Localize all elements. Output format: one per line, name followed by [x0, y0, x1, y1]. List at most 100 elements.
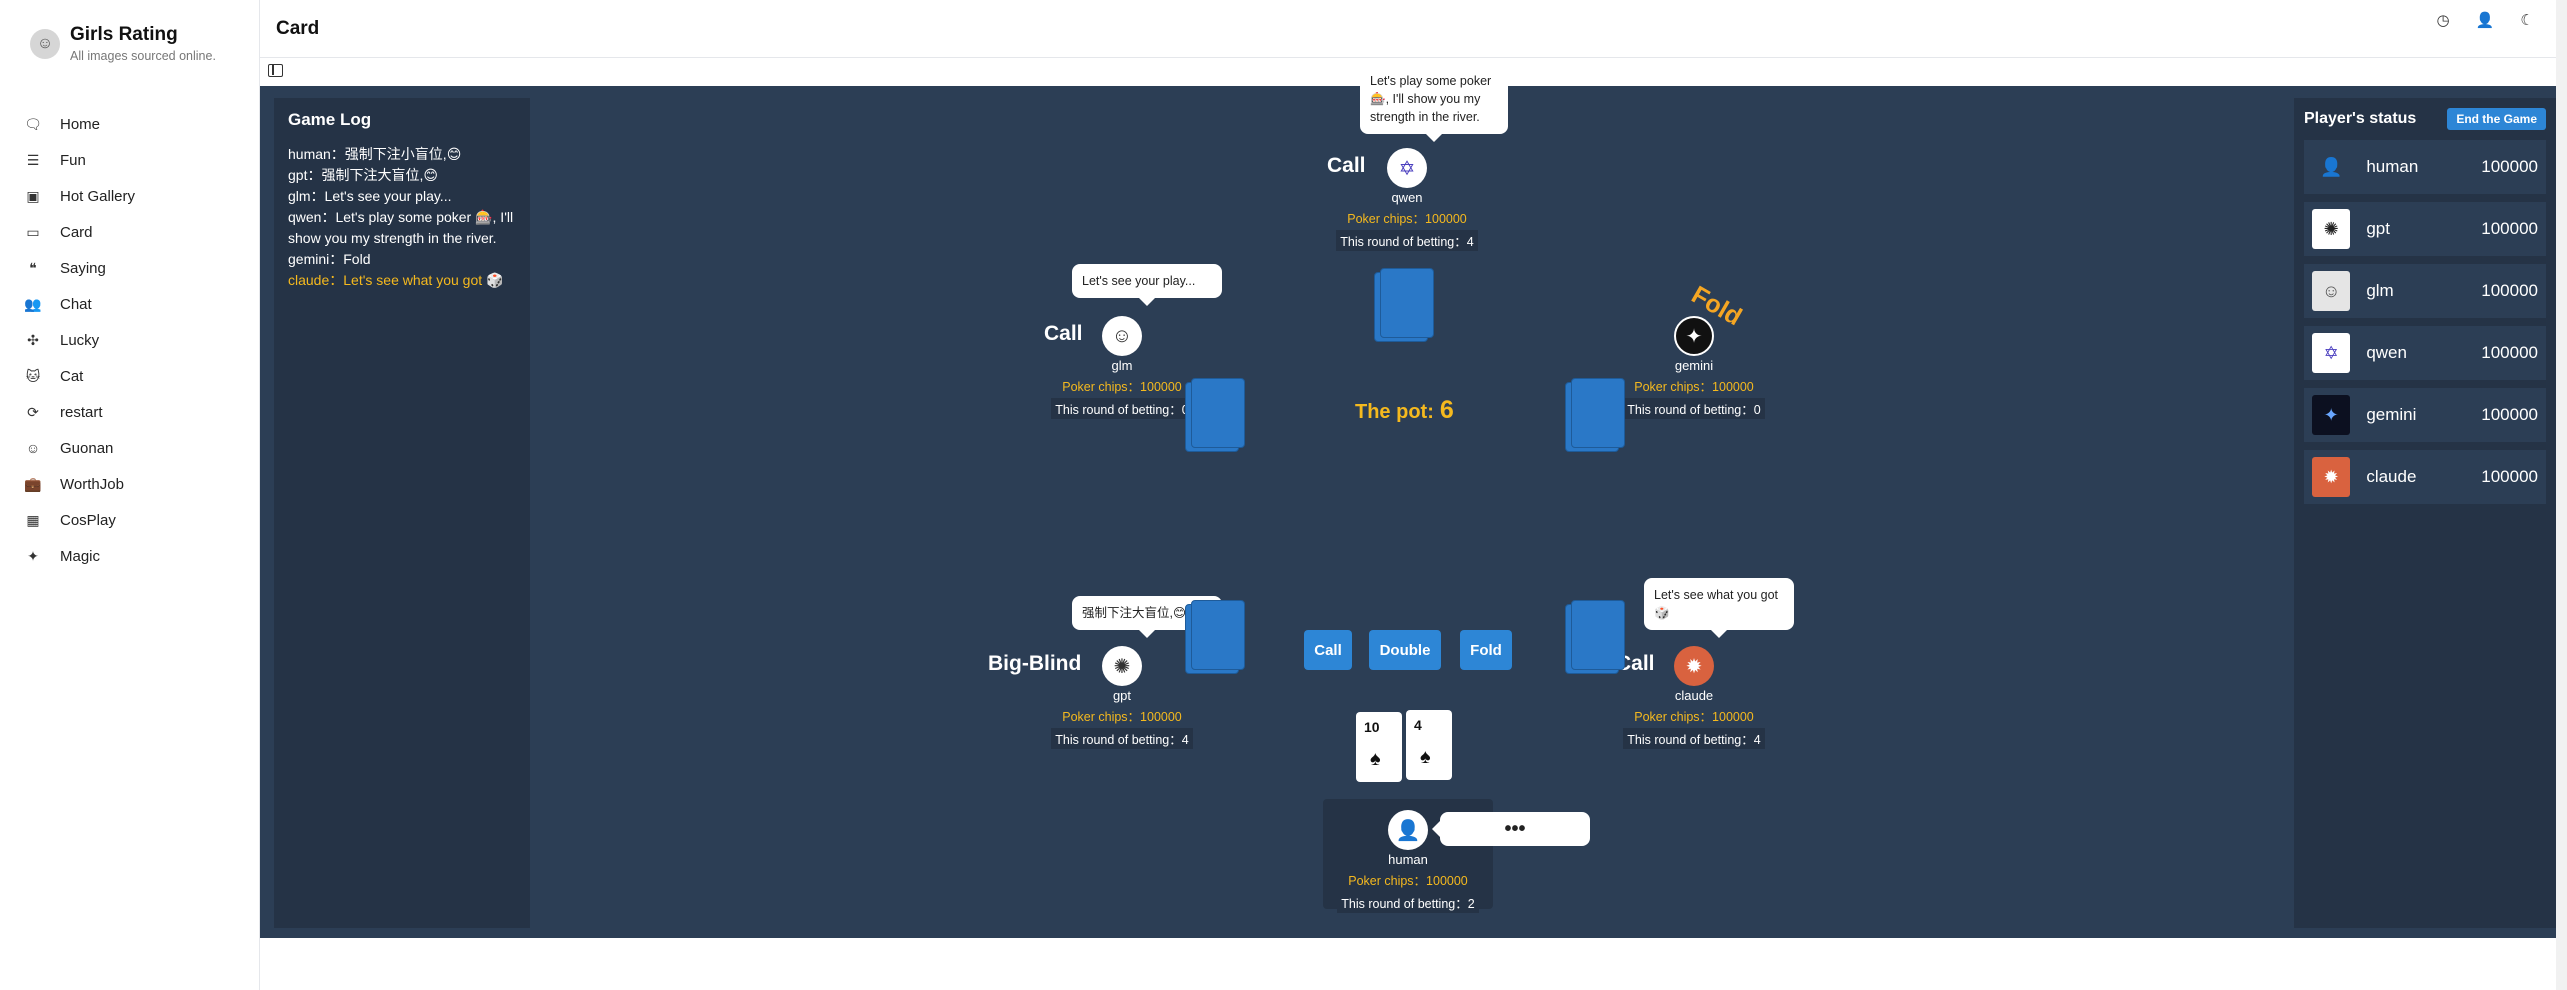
page-scrollbar[interactable]	[2556, 0, 2567, 990]
player-betting: This round of betting：2	[1337, 892, 1479, 913]
sidebar-item-label: Card	[60, 223, 93, 241]
face-icon: ☺	[25, 440, 41, 456]
player-betting: This round of betting：4	[1336, 230, 1478, 251]
status-player-chips: 100000	[2481, 343, 2538, 362]
player-gemini: ✦ gemini Poker chips：100000 This round o…	[1609, 316, 1779, 419]
sidebar-item-cosplay[interactable]: ▦CosPlay	[24, 502, 244, 538]
qwen-speech-bubble: Let's play some poker 🎰, I'll show you m…	[1360, 64, 1508, 142]
player-chips: Poker chips：100000	[1323, 870, 1493, 889]
betting-value: 4	[1466, 235, 1474, 249]
status-header: Player's status End the Game	[2304, 108, 2546, 130]
pot-value: 6	[1439, 396, 1454, 424]
sidebar-item-cat[interactable]: 🐱Cat	[24, 358, 244, 394]
fold-button[interactable]: Fold	[1460, 630, 1512, 670]
pot: The pot:6	[1355, 396, 1454, 425]
player-name: glm	[1111, 358, 1133, 373]
brand-title: Girls Rating	[70, 24, 178, 45]
player-chips: Poker chips：100000	[1609, 376, 1779, 395]
status-player-name: claude	[2366, 467, 2417, 486]
status-player-name: qwen	[2366, 343, 2407, 362]
gpt-avatar-icon: ✺	[1102, 646, 1142, 686]
sidebar-item-home[interactable]: 🗨Home	[24, 106, 244, 142]
user-icon[interactable]: 👤	[2475, 12, 2495, 29]
player-betting: This round of betting：4	[1623, 728, 1765, 749]
card-rank: 4	[1414, 717, 1422, 733]
log-line: qwen：Let's play some poker 🎰, I'll show …	[288, 209, 514, 246]
sidebar-item-magic[interactable]: ✦ Magic	[24, 538, 244, 574]
human-avatar-icon: 👤	[2319, 156, 2343, 177]
sidebar-item-fun[interactable]: ☰Fun	[24, 142, 244, 178]
glm-avatar-icon: ☺	[2312, 271, 2351, 311]
clock-icon[interactable]: ◷	[2436, 12, 2450, 29]
claude-avatar-icon: ✹	[1674, 646, 1714, 686]
chips-label: Poker chips：	[1347, 212, 1426, 226]
sidebar-item-label: Magic	[60, 547, 101, 565]
brand-avatar-icon: ☺	[30, 28, 60, 59]
clover-icon: ✣	[27, 331, 39, 348]
sidebar-item-restart[interactable]: ⟳restart	[24, 394, 244, 430]
gpt-avatar-icon: ✺	[2312, 209, 2351, 249]
sidebar-item-lucky[interactable]: ✣ Lucky	[24, 322, 244, 358]
status-player-name: gpt	[2366, 219, 2390, 238]
player-betting: This round of betting：4	[1051, 728, 1193, 749]
sidebar-item-worthjob[interactable]: 💼WorthJob	[24, 466, 244, 502]
sidebar-item-guonan[interactable]: ☺ Guonan	[24, 430, 244, 466]
card-back	[1571, 600, 1625, 670]
glm-speech-bubble: Let's see your play...	[1072, 264, 1222, 306]
status-player-name: glm	[2366, 281, 2394, 300]
chips-value: 100000	[1425, 212, 1467, 226]
player-qwen: ✡ qwen Poker chips：100000 This round of …	[1322, 148, 1492, 251]
cat-icon: 🐱	[25, 367, 41, 384]
sidebar-item-saying[interactable]: ❝Saying	[24, 250, 244, 286]
betting-value: 2	[1467, 897, 1475, 911]
brand[interactable]: ☺ Girls Rating All images sourced online…	[30, 24, 216, 63]
log-line: human：强制下注小盲位,😊	[288, 146, 462, 162]
theme-toggle-icon[interactable]: ☾	[2520, 12, 2534, 29]
chips-value: 100000	[1712, 710, 1754, 724]
betting-label: This round of betting：	[1341, 897, 1468, 911]
status-row: ✺ gpt 100000	[2304, 202, 2546, 256]
status-row: ✹ claude 100000	[2304, 450, 2546, 504]
wand-icon: ✦	[27, 547, 39, 564]
end-game-button[interactable]: End the Game	[2447, 108, 2546, 130]
betting-label: This round of betting：	[1055, 403, 1182, 417]
chips-value: 100000	[1140, 380, 1182, 394]
status-player-name: gemini	[2366, 405, 2417, 424]
sidebar-item-label: CosPlay	[60, 511, 116, 529]
sidebar-item-label: Chat	[60, 295, 92, 313]
qwen-avatar-icon: ✡	[1387, 148, 1427, 188]
sidebar-item-label: Home	[60, 115, 101, 133]
status-player-chips: 100000	[2481, 405, 2538, 424]
image-icon: ▣	[26, 187, 40, 204]
sidebar-item-card[interactable]: ▭ Card	[24, 214, 244, 250]
sidebar-item-label: WorthJob	[60, 475, 124, 493]
call-button[interactable]: Call	[1304, 630, 1352, 670]
log-line: claude：Let's see what you got 🎲	[288, 272, 504, 288]
game-board: Game Log human：强制下注小盲位,😊 gpt：强制下注大盲位,😊 g…	[260, 64, 2556, 938]
sidebar-item-chat[interactable]: 👥Chat	[24, 286, 244, 322]
card-icon: ▭	[26, 223, 40, 240]
sidebar-item-label: Guonan	[60, 439, 114, 457]
typing-indicator: •••	[1432, 812, 1590, 846]
game-log-title: Game Log	[288, 110, 372, 129]
player-status-panel: Player's status End the Game 👤 human 100…	[2294, 98, 2556, 928]
double-button[interactable]: Double	[1369, 630, 1441, 670]
sidebar-item-label: Lucky	[60, 331, 100, 349]
betting-label: This round of betting：	[1627, 733, 1754, 747]
status-row: ☺ glm 100000	[2304, 264, 2546, 318]
log-line: gpt：强制下注大盲位,😊	[288, 167, 438, 183]
player-betting: This round of betting：0	[1623, 398, 1765, 419]
chips-label: Poker chips：	[1062, 380, 1141, 394]
claude-speech-bubble: Let's see what you got 🎲	[1644, 578, 1794, 638]
player-chips: Poker chips：100000	[1037, 706, 1207, 725]
betting-label: This round of betting：	[1055, 733, 1182, 747]
pot-label: The pot:	[1355, 401, 1434, 423]
sidebar-item-hot-gallery[interactable]: ▣Hot Gallery	[24, 178, 244, 214]
chips-value: 100000	[1140, 710, 1182, 724]
card-back	[1191, 600, 1245, 670]
sidebar-toggle-icon[interactable]	[268, 64, 283, 77]
card-suit: ♠	[1370, 748, 1381, 770]
glm-avatar-icon: ☺	[1102, 316, 1142, 356]
chips-label: Poker chips：	[1634, 710, 1713, 724]
